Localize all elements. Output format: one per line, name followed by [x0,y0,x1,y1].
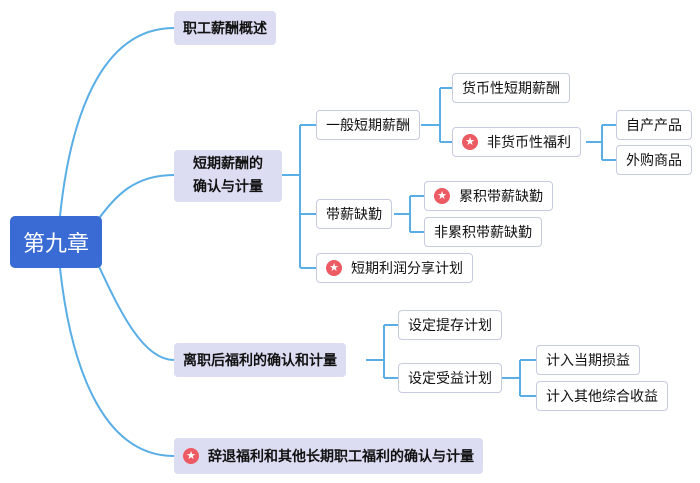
node-paid-absence-label: 带薪缺勤 [326,207,382,223]
star-icon: ★ [462,134,478,150]
node-short-term-line1: 短期薪酬的 [193,156,263,172]
node-to-oci[interactable]: 计入其他综合收益 [536,381,668,411]
node-profit-sharing[interactable]: ★ 短期利润分享计划 [316,253,473,283]
node-to-profit-loss[interactable]: 计入当期损益 [536,345,640,375]
node-overview[interactable]: 职工薪酬概述 [174,11,276,45]
node-general-short-term[interactable]: 一般短期薪酬 [316,110,420,140]
node-post-employment-label: 离职后福利的确认和计量 [183,353,337,369]
node-profit-sharing-label: 短期利润分享计划 [351,261,463,277]
node-short-term[interactable]: 短期薪酬的 确认与计量 [174,150,282,202]
star-icon: ★ [434,188,450,204]
connector-paid-absence-children [394,195,424,233]
node-post-employment[interactable]: 离职后福利的确认和计量 [174,343,346,377]
node-termination[interactable]: ★ 辞退福利和其他长期职工福利的确认与计量 [174,438,483,474]
node-non-accumulating-absence[interactable]: 非累积带薪缺勤 [424,217,542,247]
node-general-short-term-label: 一般短期薪酬 [326,118,410,134]
node-defined-benefit-label: 设定受益计划 [408,371,492,387]
connector-defined-benefit-children [502,359,536,397]
star-icon: ★ [183,448,199,464]
node-defined-benefit[interactable]: 设定受益计划 [398,363,502,393]
node-accumulating-absence[interactable]: ★ 累积带薪缺勤 [424,181,553,211]
connector-general-children [421,87,452,143]
connector-non-monetary-children [586,124,616,161]
node-to-oci-label: 计入其他综合收益 [546,389,658,405]
node-self-produced-label: 自产产品 [626,118,682,134]
node-purchased-label: 外购商品 [626,153,682,169]
node-defined-contribution[interactable]: 设定提存计划 [398,310,502,340]
node-accumulating-absence-label: 累积带薪缺勤 [459,189,543,205]
node-non-accumulating-absence-label: 非累积带薪缺勤 [434,225,532,241]
node-paid-absence[interactable]: 带薪缺勤 [316,199,392,229]
node-overview-label: 职工薪酬概述 [183,21,267,37]
node-defined-contribution-label: 设定提存计划 [408,318,492,334]
connector-short-term-children [282,124,316,269]
node-non-monetary-benefit-label: 非货币性福利 [487,135,571,151]
node-non-monetary-benefit[interactable]: ★ 非货币性福利 [452,127,581,157]
node-termination-label: 辞退福利和其他长期职工福利的确认与计量 [208,449,474,465]
node-monetary-short-term-label: 货币性短期薪酬 [462,81,560,97]
star-icon: ★ [326,260,342,276]
connector-root-post-employment [94,257,175,361]
node-purchased[interactable]: 外购商品 [616,145,692,175]
node-self-produced[interactable]: 自产产品 [616,110,692,140]
node-short-term-line2: 确认与计量 [193,179,263,195]
connector-root-overview [59,27,175,217]
connector-root-short-term [94,174,175,225]
node-monetary-short-term[interactable]: 货币性短期薪酬 [452,73,570,103]
connector-root-termination [59,267,175,457]
root-node[interactable]: 第九章 [10,216,102,268]
node-to-profit-loss-label: 计入当期损益 [546,353,630,369]
connector-post-employment-children [366,324,398,379]
